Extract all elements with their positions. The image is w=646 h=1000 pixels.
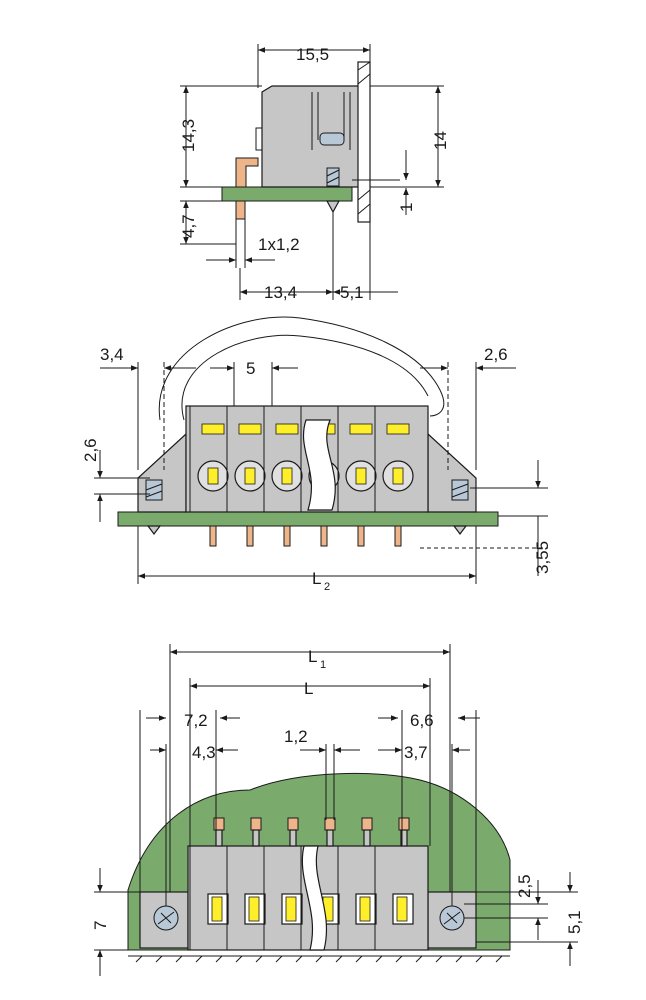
bottom-depth-label: 7 bbox=[91, 921, 110, 930]
bottom-l1-label: L bbox=[308, 647, 317, 666]
bottom-right-hole-label: 3,7 bbox=[404, 743, 428, 762]
front-pin bbox=[320, 525, 328, 547]
side-width-label: 15,5 bbox=[296, 45, 329, 64]
side-gap-label: 1 bbox=[397, 203, 416, 212]
bottom-pole bbox=[337, 817, 377, 950]
bottom-left-hole-label: 4,3 bbox=[192, 743, 216, 762]
bottom-pin-shank bbox=[215, 829, 223, 847]
bottom-pin-width-label: 1,2 bbox=[284, 727, 308, 746]
side-pin-length-label: 4,7 bbox=[179, 214, 198, 238]
front-pin bbox=[209, 525, 217, 547]
side-height-label: 14,3 bbox=[179, 119, 198, 152]
bottom-right-flange-label: 6,6 bbox=[410, 711, 434, 730]
side-pin-offset-label: 13,4 bbox=[264, 283, 297, 302]
front-pcb bbox=[117, 511, 499, 527]
bottom-marker bbox=[359, 896, 371, 922]
bottom-pin-shank bbox=[363, 829, 371, 847]
front-pin bbox=[283, 525, 291, 547]
front-pole bbox=[226, 406, 266, 547]
front-marker bbox=[238, 423, 262, 435]
bottom-pin-shank bbox=[326, 829, 334, 847]
front-pole bbox=[337, 406, 377, 547]
front-clamp-marker bbox=[244, 467, 256, 485]
bottom-view: L 1 L 7,2 6,6 4,3 1,2 3,7 bbox=[91, 644, 584, 976]
bottom-pin-tip bbox=[361, 817, 373, 831]
bottom-pole bbox=[263, 817, 303, 950]
front-screw-height-label: 2,6 bbox=[81, 438, 100, 462]
front-pin-length-label: 3,55 bbox=[533, 541, 552, 574]
bottom-pin-shank bbox=[289, 829, 297, 847]
bottom-l-label: L bbox=[304, 679, 313, 698]
front-pole bbox=[189, 406, 229, 547]
bottom-flange-depth-label: 5,1 bbox=[565, 910, 584, 934]
front-clamp-marker bbox=[207, 467, 219, 485]
bottom-marker bbox=[248, 896, 260, 922]
side-flange bbox=[357, 61, 371, 223]
side-view: 15,5 14,3 4,7 14 1 1x1,2 13,4 5 bbox=[179, 44, 450, 302]
side-pcb bbox=[221, 186, 353, 202]
front-clamp-marker bbox=[355, 467, 367, 485]
front-pole bbox=[374, 406, 414, 547]
front-pitch-label: 5 bbox=[246, 359, 255, 378]
front-clamp-marker bbox=[281, 467, 293, 485]
bottom-marker bbox=[285, 896, 297, 922]
front-pole bbox=[263, 406, 303, 547]
side-pin bbox=[235, 200, 246, 220]
bottom-left-flange-label: 7,2 bbox=[184, 711, 208, 730]
bottom-pole bbox=[374, 817, 414, 950]
front-total-length-label: L bbox=[312, 569, 321, 588]
bottom-marker bbox=[211, 896, 223, 922]
side-contact bbox=[235, 157, 259, 188]
bottom-pin-tip bbox=[287, 817, 299, 831]
bottom-pin-shank bbox=[252, 829, 260, 847]
front-pin bbox=[357, 525, 365, 547]
bottom-pin-tip bbox=[398, 817, 410, 831]
side-pin-section-label: 1x1,2 bbox=[258, 235, 300, 254]
front-marker bbox=[275, 423, 299, 435]
front-marker bbox=[201, 423, 225, 435]
bottom-screw-offset-label: 2,5 bbox=[515, 874, 534, 898]
bottom-marker bbox=[396, 896, 408, 922]
bottom-pole bbox=[226, 817, 266, 950]
bottom-pin-shank bbox=[400, 829, 408, 847]
front-left-screw-icon bbox=[145, 479, 163, 501]
front-marker bbox=[386, 423, 410, 435]
bottom-pin-tip bbox=[250, 817, 262, 831]
bottom-l1-sub: 1 bbox=[320, 659, 326, 671]
side-flange-offset-label: 5,1 bbox=[340, 283, 364, 302]
front-marker bbox=[349, 423, 373, 435]
front-pin bbox=[246, 525, 254, 547]
side-screw-head-icon bbox=[319, 132, 345, 146]
front-left-margin-label: 3,4 bbox=[100, 345, 124, 364]
side-right-height-label: 14 bbox=[431, 131, 450, 150]
front-right-screw-icon bbox=[451, 479, 469, 501]
bottom-pole bbox=[189, 817, 229, 950]
front-pin bbox=[394, 525, 402, 547]
front-right-margin-label: 2,6 bbox=[484, 345, 508, 364]
front-clamp-marker bbox=[392, 467, 404, 485]
front-view: 3,4 5 2,6 2,6 3,55 L 2 bbox=[81, 316, 552, 593]
front-total-length-sub: 2 bbox=[324, 581, 330, 593]
